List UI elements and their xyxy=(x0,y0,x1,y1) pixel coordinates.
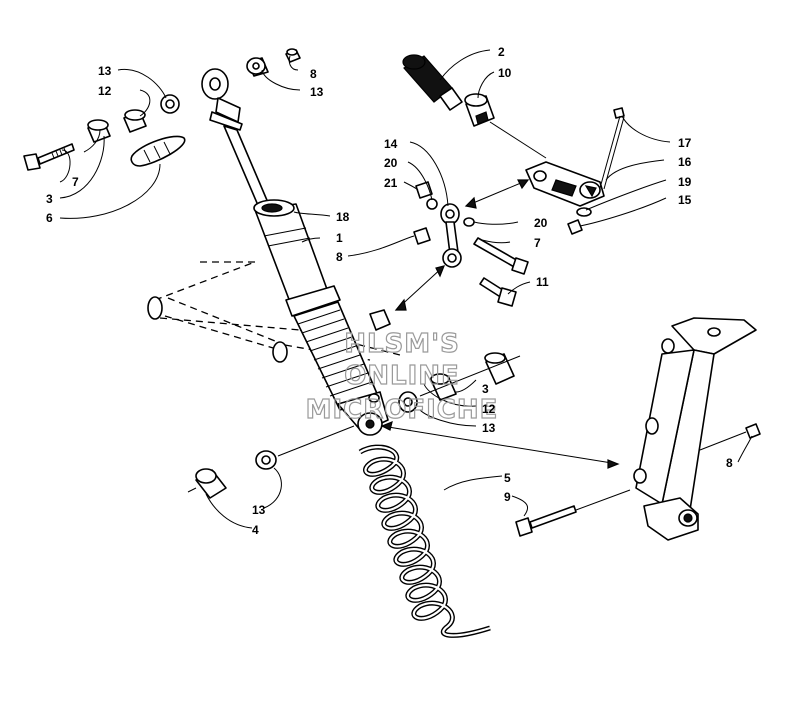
lower-mount-hardware xyxy=(187,352,620,499)
callout-13: 13 xyxy=(98,64,112,78)
callout-13: 13 xyxy=(482,421,496,435)
callout-16: 16 xyxy=(678,155,692,169)
callout-11: 11 xyxy=(536,275,549,289)
watermark-line-1: HLSM'S xyxy=(344,329,460,359)
callout-10: 10 xyxy=(498,66,512,80)
callout-14: 14 xyxy=(384,137,398,151)
callout-2: 2 xyxy=(498,45,505,59)
watermark: HLSM'S ONLINE MICROFICHE xyxy=(305,328,499,425)
callout-20: 20 xyxy=(534,216,548,230)
callout-13: 13 xyxy=(310,85,324,99)
adjuster-linkage xyxy=(402,54,625,235)
rail-bracket xyxy=(515,317,761,541)
callout-15: 15 xyxy=(678,193,692,207)
upper-mount-hardware xyxy=(23,48,301,171)
callout-5: 5 xyxy=(504,471,511,485)
callout-17: 17 xyxy=(678,136,692,150)
callout-8: 8 xyxy=(726,456,733,470)
callout-labels: 13 12 7 3 6 8 13 2 10 17 16 19 15 14 20 … xyxy=(46,45,733,537)
leader-lines xyxy=(59,49,753,529)
callout-8: 8 xyxy=(310,67,317,81)
callout-12: 12 xyxy=(98,84,112,98)
callout-20: 20 xyxy=(384,156,398,170)
callout-21: 21 xyxy=(384,176,398,190)
callout-8: 8 xyxy=(336,250,343,264)
callout-9: 9 xyxy=(504,490,511,504)
shock-spring xyxy=(358,444,491,638)
callout-6: 6 xyxy=(46,211,53,225)
watermark-line-2: ONLINE xyxy=(344,361,460,391)
callout-12: 12 xyxy=(482,402,496,416)
callout-19: 19 xyxy=(678,175,692,189)
callout-13: 13 xyxy=(252,503,266,517)
callout-7: 7 xyxy=(534,236,541,250)
callout-1: 1 xyxy=(336,231,343,245)
shock-absorber xyxy=(201,68,389,436)
center-link xyxy=(369,179,530,331)
callout-3: 3 xyxy=(46,192,53,206)
callout-7: 7 xyxy=(72,175,79,189)
callout-3: 3 xyxy=(482,382,489,396)
watermark-line-3: MICROFICHE xyxy=(306,395,499,425)
callout-4: 4 xyxy=(252,523,259,537)
callout-18: 18 xyxy=(336,210,350,224)
